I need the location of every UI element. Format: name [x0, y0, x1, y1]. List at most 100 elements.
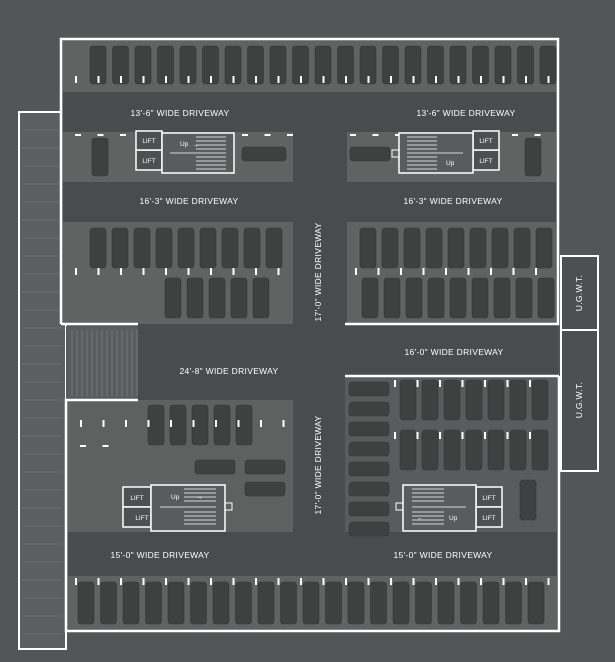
stall-marker — [490, 268, 492, 275]
parked-car — [337, 45, 354, 85]
stall-marker — [439, 380, 441, 387]
stall-marker — [390, 578, 392, 585]
parked-car — [361, 277, 379, 319]
stall-marker — [165, 76, 167, 83]
parked-car — [348, 461, 390, 477]
stall-marker — [484, 380, 486, 387]
stall-marker — [525, 76, 527, 83]
parked-car — [517, 45, 534, 85]
stall-marker — [512, 134, 518, 136]
stall-marker — [506, 380, 509, 387]
parked-car — [403, 227, 421, 269]
parked-car — [230, 277, 248, 319]
stall-marker — [75, 76, 77, 83]
parked-car — [122, 581, 140, 625]
stall-marker — [75, 268, 77, 275]
core-top-left: LIFT LIFT Up → — [135, 130, 235, 174]
parked-car — [177, 227, 195, 269]
parked-car — [348, 521, 390, 537]
parked-car — [471, 277, 489, 319]
tank-label-lower: U.G.W.T. — [574, 382, 584, 418]
stall-marker — [232, 578, 235, 585]
lift-label: LIFT — [479, 158, 492, 165]
parked-car — [537, 277, 555, 319]
parked-car — [527, 581, 545, 625]
parked-car — [370, 581, 387, 625]
parked-car — [443, 379, 461, 421]
parked-car — [244, 459, 286, 475]
lift-label: LIFT — [142, 158, 155, 165]
parked-car — [247, 45, 264, 85]
stall-marker — [506, 432, 509, 439]
up-arrow-icon: → — [196, 494, 203, 501]
stall-marker — [435, 76, 437, 83]
lift-label: LIFT — [482, 515, 495, 522]
lift-label: LIFT — [482, 495, 495, 502]
stall-marker — [480, 76, 482, 83]
parked-car — [155, 227, 173, 269]
stall-marker — [125, 420, 127, 427]
stall-marker — [395, 134, 401, 136]
parked-car — [443, 429, 461, 471]
parked-car — [257, 581, 275, 625]
parked-car — [348, 421, 390, 437]
stall-marker — [232, 76, 235, 83]
stall-marker — [355, 268, 357, 275]
parked-car — [77, 581, 95, 625]
up-arrow-icon: → — [192, 142, 199, 149]
lift-label: LIFT — [142, 138, 155, 145]
parked-car — [359, 227, 377, 269]
stall-marker — [480, 578, 482, 585]
stall-marker — [322, 76, 325, 83]
parked-car — [89, 227, 107, 269]
stall-marker — [377, 268, 380, 275]
driveway-center-left — [138, 340, 298, 400]
parked-car — [208, 277, 226, 319]
stall-marker — [260, 420, 262, 427]
stall-marker — [412, 76, 415, 83]
stall-markers — [75, 76, 550, 585]
stall-marker — [170, 420, 172, 427]
stall-marker — [165, 578, 167, 585]
parked-car — [447, 227, 465, 269]
stair-label: Up — [449, 515, 458, 522]
stall-marker — [242, 134, 248, 136]
stall-marker — [416, 432, 419, 439]
parked-car — [349, 146, 391, 162]
driveway-label-bottom-left: 15'-0" WIDE DRIVEWAY — [111, 550, 210, 560]
driveway-label-top-right: 13'-6" WIDE DRIVEWAY — [417, 108, 516, 118]
stall-marker — [529, 380, 531, 387]
parked-car — [252, 277, 270, 319]
parked-car — [382, 45, 399, 85]
parked-car — [494, 45, 512, 85]
stall-marker — [80, 420, 82, 427]
parked-car — [359, 45, 377, 85]
ramp — [18, 111, 138, 650]
parked-car — [100, 581, 117, 625]
stall-marker — [282, 420, 285, 427]
stall-marker — [255, 268, 257, 275]
driveway-label-center-left: 24'-8" WIDE DRIVEWAY — [180, 366, 279, 376]
stall-marker — [75, 134, 81, 136]
parked-car — [134, 45, 152, 85]
stair-label: Up — [171, 494, 180, 501]
core-shaft — [395, 502, 404, 511]
stall-marker — [255, 76, 257, 83]
stall-marker — [97, 268, 100, 275]
parked-car — [531, 429, 549, 471]
stall-marker — [97, 134, 104, 136]
stall-marker — [120, 268, 122, 275]
up-arrow-icon: ← — [417, 515, 424, 522]
lift-label: LIFT — [479, 138, 492, 145]
parked-car — [531, 379, 549, 421]
parked-car — [449, 277, 467, 319]
parked-car — [465, 379, 483, 421]
parked-car — [157, 45, 174, 85]
driveway-bottom — [68, 532, 557, 576]
parked-car — [292, 45, 309, 85]
parked-car — [194, 459, 236, 475]
stall-marker — [300, 76, 302, 83]
stall-marker — [529, 432, 531, 439]
water-tank-lower: U.G.W.T. — [560, 329, 599, 472]
